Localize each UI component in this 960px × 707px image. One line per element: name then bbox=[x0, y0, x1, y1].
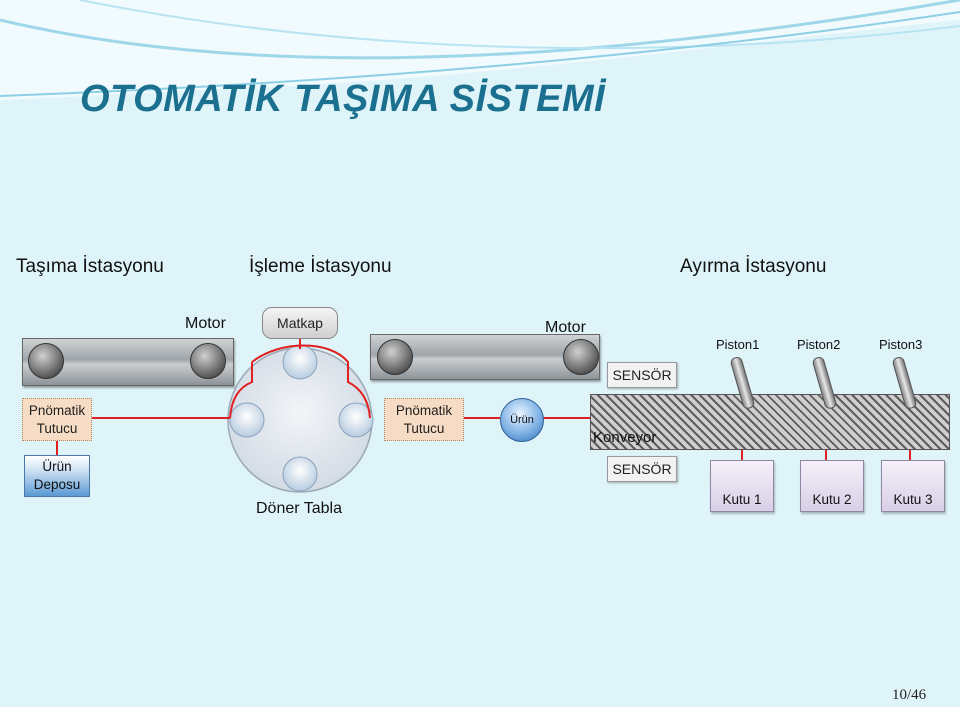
conveyor-label: Konveyor bbox=[593, 429, 657, 446]
piston3-label: Piston3 bbox=[879, 337, 923, 352]
piston2-label: Piston2 bbox=[797, 337, 841, 352]
table-slot-left bbox=[229, 402, 265, 438]
table-slot-right bbox=[338, 402, 374, 438]
conveyor-hatched bbox=[590, 394, 950, 450]
product-depot: Ürün Deposu bbox=[24, 455, 90, 497]
box-1: Kutu 1 bbox=[710, 460, 774, 512]
pneumatic-gripper-left: Pnömatik Tutucu bbox=[22, 398, 92, 441]
motor-right-label: Motor bbox=[545, 319, 586, 336]
rotary-table-label: Döner Tabla bbox=[256, 500, 342, 517]
box-3: Kutu 3 bbox=[881, 460, 945, 512]
motor-left-label: Motor bbox=[185, 315, 226, 332]
pneumatic-gripper-right: Pnömatik Tutucu bbox=[384, 398, 464, 441]
product-item: Ürün bbox=[500, 398, 544, 442]
roller-right-1 bbox=[377, 339, 413, 375]
piston2 bbox=[812, 357, 837, 409]
processing-station-label: İşleme İstasyonu bbox=[249, 256, 392, 277]
piston1-label: Piston1 bbox=[716, 337, 760, 352]
roller-left-1 bbox=[28, 343, 64, 379]
sensor-bottom: SENSÖR bbox=[607, 456, 677, 482]
page-number: 10/46 bbox=[892, 687, 927, 703]
sorting-station-label: Ayırma İstasyonu bbox=[680, 256, 827, 277]
box-2: Kutu 2 bbox=[800, 460, 864, 512]
piston3 bbox=[892, 357, 917, 409]
piston1 bbox=[730, 357, 755, 409]
sensor-top: SENSÖR bbox=[607, 362, 677, 388]
roller-right-2 bbox=[563, 339, 599, 375]
transport-station-label: Taşıma İstasyonu bbox=[16, 256, 164, 277]
roller-left-2 bbox=[190, 343, 226, 379]
drill-label: Matkap bbox=[262, 307, 338, 339]
table-slot-bottom bbox=[282, 456, 318, 492]
page-title: OTOMATİK TAŞIMA SİSTEMİ bbox=[80, 78, 606, 120]
